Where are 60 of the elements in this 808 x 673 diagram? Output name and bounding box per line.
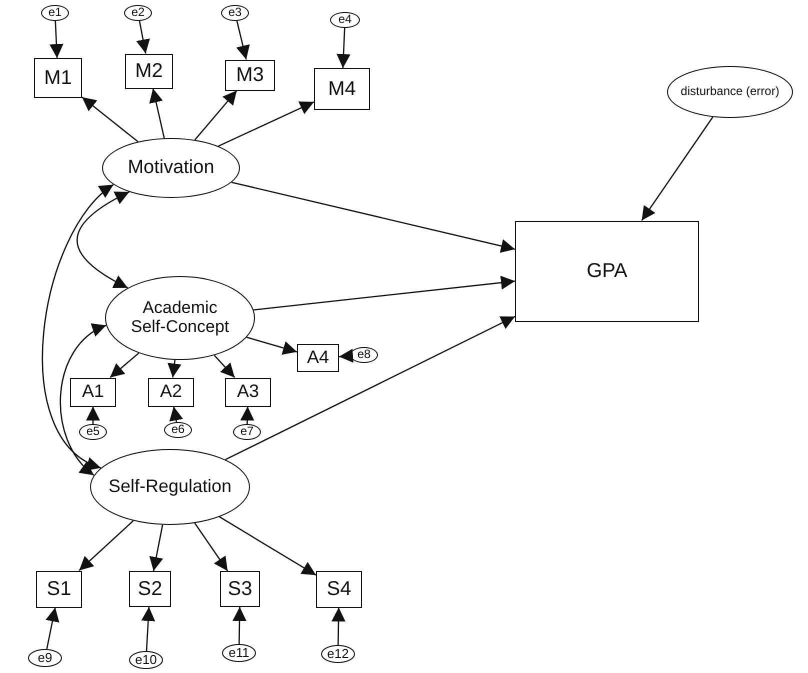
- arrow: [82, 96, 138, 142]
- arrow: [236, 20, 250, 60]
- arrow: [231, 182, 516, 253]
- latent-variable-ellipse: Self-Regulation: [90, 449, 250, 525]
- arrow: [168, 360, 182, 378]
- arrow: [49, 20, 64, 58]
- observed-variable-box: M3: [225, 60, 275, 90]
- error-ellipse: e7: [233, 424, 261, 440]
- disturbance-ellipse: disturbance (error): [667, 66, 793, 118]
- observed-variable-box: A2: [148, 378, 194, 406]
- arrow: [240, 406, 254, 424]
- observed-variable-box: S1: [36, 570, 82, 608]
- arrow: [136, 20, 150, 54]
- error-ellipse: e1: [41, 5, 69, 21]
- covariance-arrow: [60, 324, 106, 476]
- observed-variable-box: GPA: [515, 220, 699, 322]
- covariance-arrow: [76, 191, 130, 288]
- arrow: [232, 606, 246, 644]
- arrow: [78, 520, 134, 571]
- arrow: [141, 606, 156, 652]
- arrow: [254, 276, 516, 311]
- arrow: [169, 406, 184, 422]
- arrow: [110, 352, 140, 378]
- arrow: [194, 90, 238, 140]
- latent-variable-ellipse: Motivation: [102, 138, 240, 198]
- observed-variable-box: A3: [225, 378, 271, 406]
- error-ellipse: e3: [221, 5, 249, 21]
- observed-variable-box: M4: [314, 68, 370, 110]
- error-ellipse: e2: [124, 5, 152, 21]
- arrow: [338, 348, 354, 363]
- error-ellipse: e8: [350, 347, 378, 363]
- observed-variable-box: M2: [125, 54, 173, 88]
- error-ellipse: e5: [79, 424, 107, 440]
- arrow: [225, 316, 516, 460]
- observed-variable-box: A1: [70, 378, 116, 406]
- arrow: [641, 116, 714, 221]
- arrow: [86, 406, 100, 424]
- observed-variable-box: S4: [316, 570, 362, 608]
- error-ellipse: e4: [330, 12, 360, 28]
- error-ellipse: e9: [28, 649, 62, 667]
- latent-variable-ellipse: Academic Self-Concept: [105, 276, 255, 360]
- arrow: [336, 28, 351, 68]
- observed-variable-box: S2: [129, 571, 171, 607]
- error-ellipse: e11: [222, 644, 256, 662]
- observed-variable-box: A4: [297, 344, 339, 372]
- arrow: [149, 524, 164, 572]
- arrow: [218, 101, 314, 147]
- arrow: [194, 522, 228, 572]
- arrow: [46, 607, 60, 650]
- arrow: [214, 354, 236, 378]
- covariance-arrow: [42, 184, 114, 468]
- error-ellipse: e6: [164, 422, 192, 438]
- arrow: [219, 516, 316, 576]
- arrow: [149, 88, 165, 138]
- arrow: [246, 336, 298, 355]
- error-ellipse: e12: [321, 645, 355, 663]
- arrow: [332, 608, 346, 645]
- error-ellipse: e10: [129, 651, 163, 669]
- observed-variable-box: M1: [34, 58, 82, 98]
- observed-variable-box: S3: [220, 571, 260, 607]
